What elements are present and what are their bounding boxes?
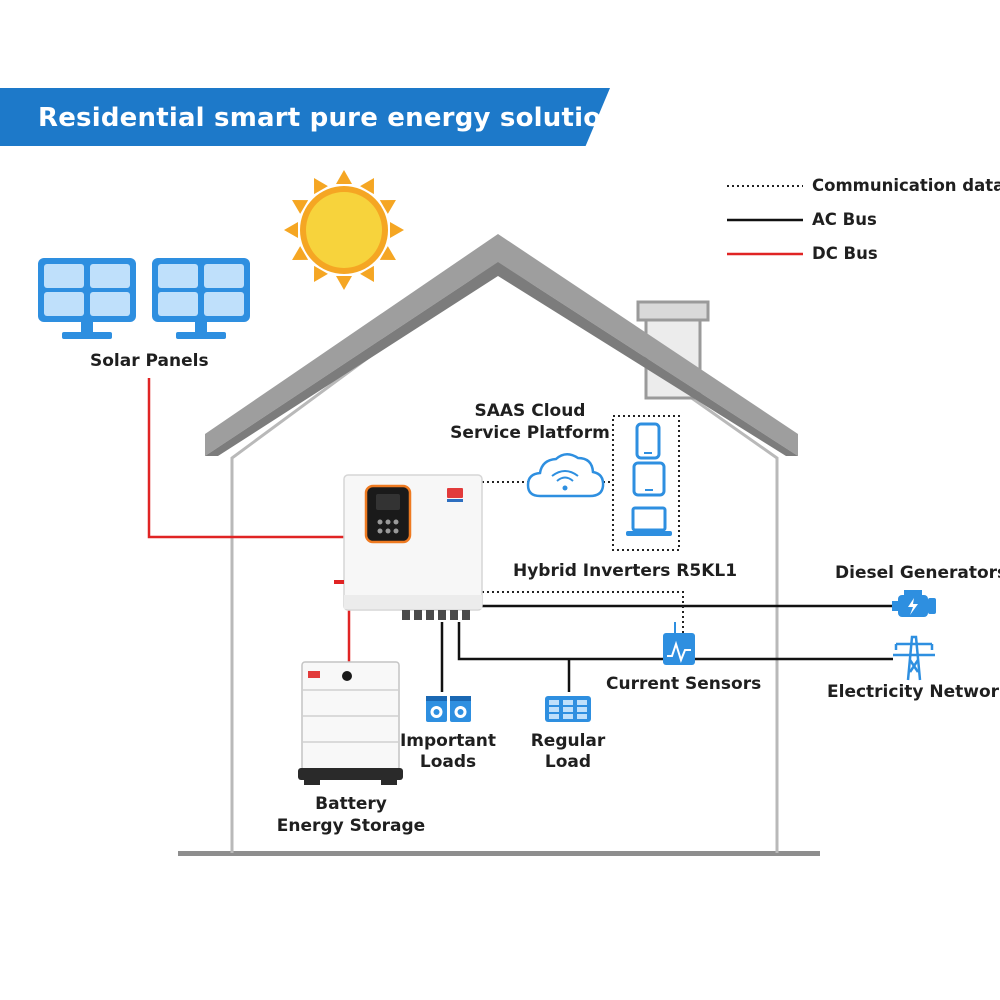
solar-panels-label: Solar Panels bbox=[90, 351, 209, 371]
inverter-label: Hybrid Inverters R5KL1 bbox=[513, 561, 738, 581]
ground-line bbox=[178, 851, 820, 856]
important-loads-line2: Loads bbox=[419, 752, 477, 772]
battery-storage-icon bbox=[298, 661, 403, 785]
washing-machine-icon bbox=[450, 696, 471, 722]
diesel-generators-label: Diesel Generators bbox=[835, 563, 1000, 583]
regular-load-line1: Regular bbox=[530, 731, 606, 751]
legend-communication-label: Communication data bbox=[812, 176, 1000, 195]
server-rack-icon bbox=[545, 696, 591, 722]
electricity-tower-icon bbox=[893, 635, 935, 681]
legend-swatches bbox=[727, 185, 803, 256]
hybrid-inverter bbox=[334, 474, 483, 620]
sun-icon bbox=[284, 170, 404, 290]
diesel-generator-icon bbox=[892, 590, 936, 617]
solar-panel-icon bbox=[38, 258, 136, 339]
legend-dc-label: DC Bus bbox=[812, 244, 878, 263]
dc-bus-line bbox=[147, 378, 351, 663]
ac-bus-line bbox=[440, 604, 893, 692]
electricity-network-label: Electricity Network bbox=[827, 682, 1000, 702]
solar-panel-icon bbox=[152, 258, 250, 339]
cloud-icon bbox=[526, 453, 605, 498]
battery-label-line1: Battery bbox=[315, 794, 387, 814]
current-sensors-label: Current Sensors bbox=[606, 674, 762, 694]
important-loads-line1: Important bbox=[399, 731, 497, 751]
laptop-icon bbox=[626, 506, 672, 536]
page-title: Residential smart pure energy solution bbox=[38, 103, 620, 133]
title-banner bbox=[0, 88, 610, 146]
tablet-icon bbox=[632, 461, 666, 497]
phone-icon bbox=[635, 422, 661, 460]
communication-line bbox=[482, 415, 684, 634]
regular-load-line2: Load bbox=[544, 752, 592, 772]
saas-label-line1: SAAS Cloud bbox=[474, 401, 586, 421]
current-sensor-icon bbox=[663, 622, 695, 665]
saas-label-line2: Service Platform bbox=[450, 423, 610, 443]
legend-ac-label: AC Bus bbox=[812, 210, 877, 229]
washing-machine-icon bbox=[426, 696, 447, 722]
battery-label-line2: Energy Storage bbox=[276, 816, 426, 836]
